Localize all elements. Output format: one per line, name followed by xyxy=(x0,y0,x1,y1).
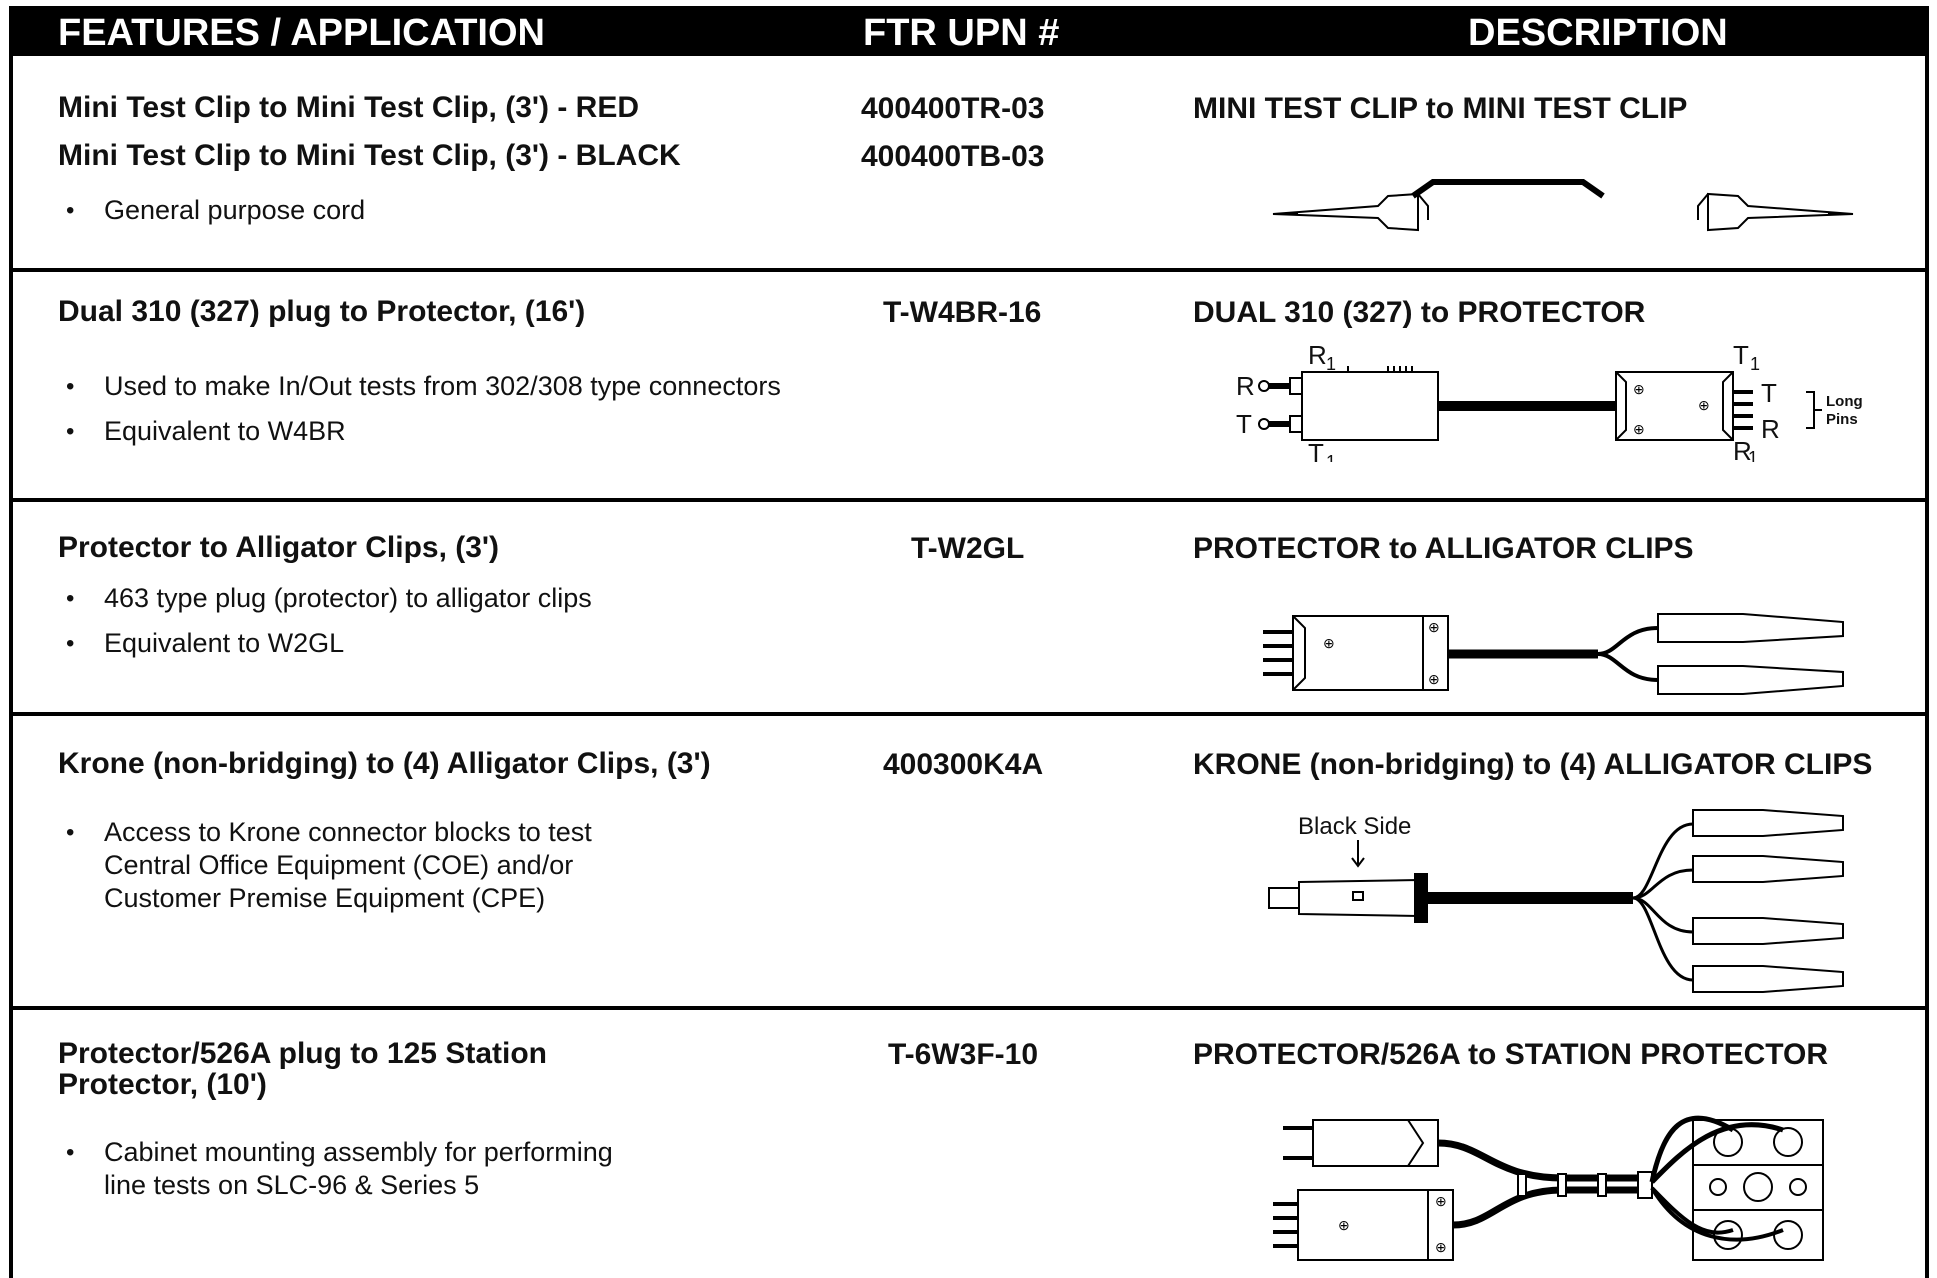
krone-to-alligator-diagram: Black Side xyxy=(1268,809,1844,993)
protector-526a-diagram: ⊕ ⊕ ⊕ xyxy=(1273,1115,1824,1261)
row-upn: 400400TR-03 xyxy=(861,92,1045,125)
row-title: Mini Test Clip to Mini Test Clip, (3') -… xyxy=(58,91,640,124)
table-row-dual-310: Dual 310 (327) plug to Protector, (16') … xyxy=(13,272,1925,502)
list-item: Access to Krone connector blocks to test… xyxy=(58,816,618,915)
table-row-protector-alligator: Protector to Alligator Clips, (3') T-W2G… xyxy=(13,502,1925,716)
label-t1-right-sub: 1 xyxy=(1750,354,1760,374)
protector-to-alligator-diagram: ⊕ ⊕ ⊕ xyxy=(1263,613,1844,695)
label-black-side: Black Side xyxy=(1298,813,1411,840)
row-bullets: Access to Krone connector blocks to test… xyxy=(58,816,618,927)
row-upn: T-6W3F-10 xyxy=(888,1038,1039,1071)
row-description: PROTECTOR to ALLIGATOR CLIPS xyxy=(1193,532,1694,565)
product-table: FEATURES / APPLICATION FTR UPN # DESCRIP… xyxy=(9,6,1929,1278)
svg-text:⊕: ⊕ xyxy=(1633,421,1645,437)
label-t-right: T xyxy=(1761,378,1777,408)
label-t1: T xyxy=(1308,438,1324,462)
row-description: KRONE (non-bridging) to (4) ALLIGATOR CL… xyxy=(1193,748,1873,781)
label-t1-right: T xyxy=(1733,342,1749,370)
label-pins: Pins xyxy=(1826,411,1858,428)
row-description: DUAL 310 (327) to PROTECTOR xyxy=(1193,296,1646,329)
row-bullets: 463 type plug (protector) to alligator c… xyxy=(58,582,592,672)
svg-text:⊕: ⊕ xyxy=(1633,381,1645,397)
row-title: Krone (non-bridging) to (4) Alligator Cl… xyxy=(58,747,711,780)
label-long: Long xyxy=(1826,393,1863,410)
row-bullets: Cabinet mounting assembly for performing… xyxy=(58,1136,618,1214)
label-r1-sub: 1 xyxy=(1326,354,1336,374)
label-r1: R xyxy=(1308,342,1327,370)
label-t: T xyxy=(1236,409,1252,439)
label-t1-sub: 1 xyxy=(1326,452,1336,462)
svg-text:⊕: ⊕ xyxy=(1435,1239,1447,1255)
svg-text:⊕: ⊕ xyxy=(1428,619,1440,635)
row-bullets: General purpose cord xyxy=(58,194,365,239)
list-item: Used to make In/Out tests from 302/308 t… xyxy=(58,370,781,403)
list-item: General purpose cord xyxy=(58,194,365,227)
label-r1-right: R xyxy=(1733,436,1752,462)
label-r: R xyxy=(1236,371,1255,401)
svg-text:⊕: ⊕ xyxy=(1698,397,1710,413)
row-upn: 400300K4A xyxy=(883,748,1044,781)
table-header: FEATURES / APPLICATION FTR UPN # DESCRIP… xyxy=(13,6,1925,56)
list-item: Equivalent to W2GL xyxy=(58,627,592,660)
row-upn: 400400TB-03 xyxy=(861,140,1045,173)
label-r-right: R xyxy=(1761,414,1780,444)
dual-310-to-protector-diagram: ⊕ ⊕ ⊕ R 1 R T T 1 T R T 1 R 1 Long Pins xyxy=(1236,342,1863,462)
row-description: MINI TEST CLIP to MINI TEST CLIP xyxy=(1193,92,1688,125)
row-title: Mini Test Clip to Mini Test Clip, (3') -… xyxy=(58,139,681,172)
header-description: DESCRIPTION xyxy=(1468,12,1728,54)
row-title: Dual 310 (327) plug to Protector, (16') xyxy=(58,295,586,328)
row-upn: T-W2GL xyxy=(911,532,1025,565)
list-item: Cabinet mounting assembly for performing… xyxy=(58,1136,618,1202)
row-title: Protector to Alligator Clips, (3') xyxy=(58,531,500,564)
svg-text:⊕: ⊕ xyxy=(1428,671,1440,687)
list-item: Equivalent to W4BR xyxy=(58,415,781,448)
row-description: PROTECTOR/526A to STATION PROTECTOR xyxy=(1193,1038,1829,1071)
table-row-krone: Krone (non-bridging) to (4) Alligator Cl… xyxy=(13,716,1925,1010)
table-row-station-protector: Protector/526A plug to 125 Station Prote… xyxy=(13,1010,1925,1278)
header-upn: FTR UPN # xyxy=(863,12,1060,54)
mini-test-clip-diagram xyxy=(1272,179,1854,232)
table-row-mini-test-clip: Mini Test Clip to Mini Test Clip, (3') -… xyxy=(13,56,1925,272)
header-features: FEATURES / APPLICATION xyxy=(58,12,545,54)
list-item: 463 type plug (protector) to alligator c… xyxy=(58,582,592,615)
svg-text:⊕: ⊕ xyxy=(1323,635,1335,651)
row-title: Protector/526A plug to 125 Station Prote… xyxy=(58,1037,547,1101)
svg-text:⊕: ⊕ xyxy=(1338,1217,1350,1233)
svg-text:⊕: ⊕ xyxy=(1435,1193,1447,1209)
row-upn: T-W4BR-16 xyxy=(883,296,1042,329)
label-r1-right-sub: 1 xyxy=(1748,448,1758,462)
row-bullets: Used to make In/Out tests from 302/308 t… xyxy=(58,370,781,460)
